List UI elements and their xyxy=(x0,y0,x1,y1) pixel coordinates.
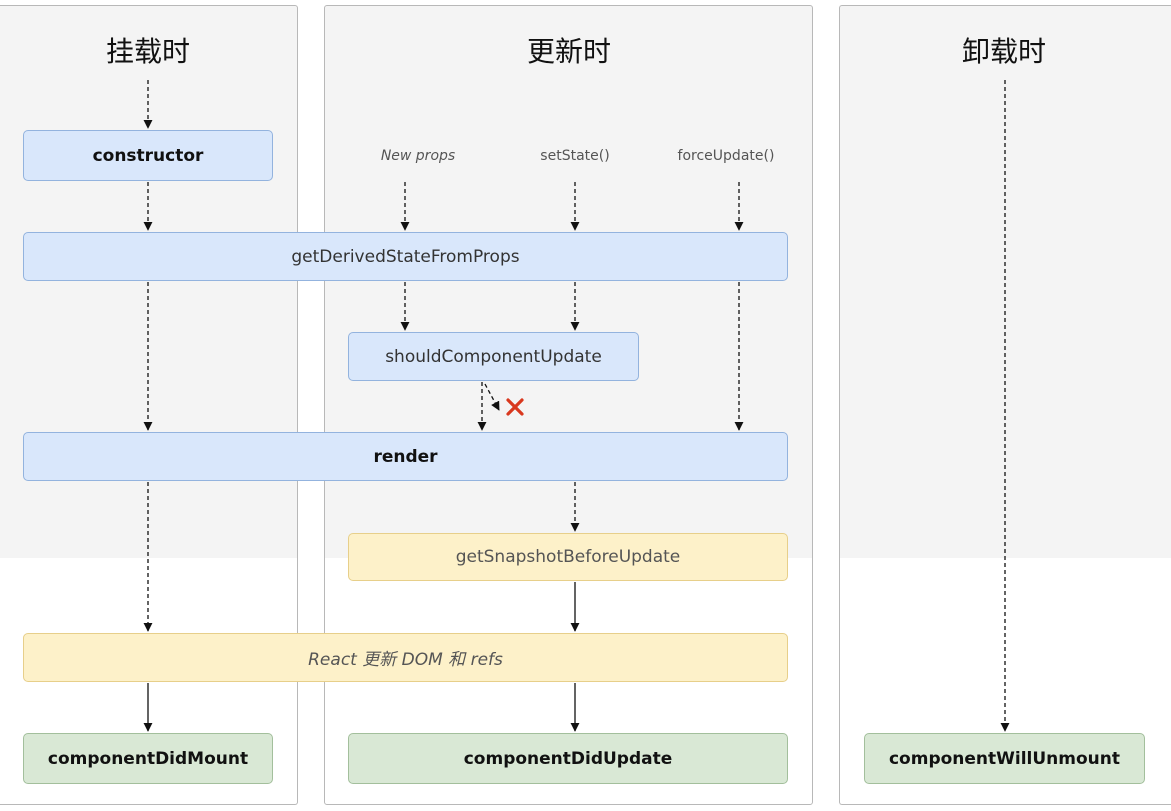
react-update-dom-box: React 更新 DOM 和 refs xyxy=(23,633,788,682)
did-update-box: componentDidUpdate xyxy=(348,733,788,784)
unmount-column xyxy=(839,5,1171,805)
unmount-title: 卸载时 xyxy=(961,35,1046,68)
mount-column xyxy=(0,5,298,805)
render-box: render xyxy=(23,432,788,481)
get-snapshot-box: getSnapshotBeforeUpdate xyxy=(348,533,788,581)
trigger-set-state: setState() xyxy=(540,148,610,164)
will-unmount-box: componentWillUnmount xyxy=(864,733,1145,784)
update-title: 更新时 xyxy=(526,35,611,68)
constructor-box: constructor xyxy=(23,130,273,181)
update-column xyxy=(324,5,813,805)
get-derived-state-box: getDerivedStateFromProps xyxy=(23,232,788,281)
trigger-force-update: forceUpdate() xyxy=(677,148,775,164)
should-component-update-box: shouldComponentUpdate xyxy=(348,332,639,381)
mount-title: 挂载时 xyxy=(105,35,190,68)
trigger-new-props: New props xyxy=(380,148,456,164)
did-mount-box: componentDidMount xyxy=(23,733,273,784)
